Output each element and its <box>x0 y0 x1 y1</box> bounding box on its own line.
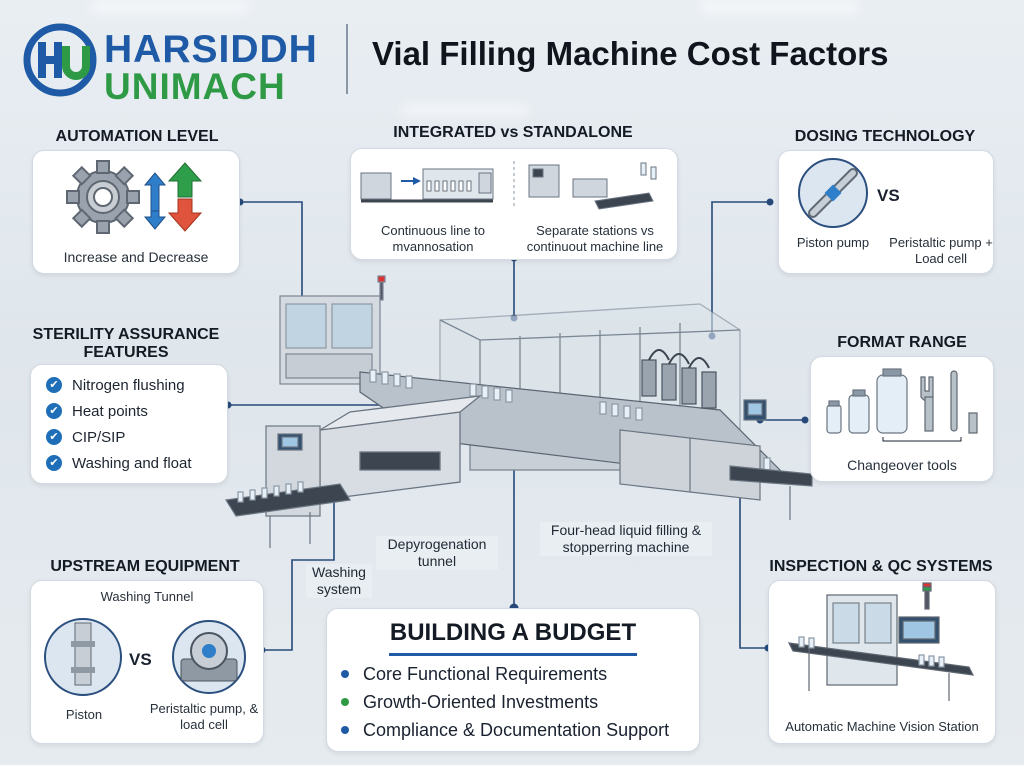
upstream-vs: VS <box>129 650 152 669</box>
piston-icon <box>44 618 122 696</box>
brand-name-line2: UNIMACH <box>104 66 286 107</box>
dosing-left-caption: Piston pump <box>796 235 870 250</box>
format-caption: Changeover tools <box>847 457 957 473</box>
depyrogenation-label: Depyrogenation tunnel <box>376 536 498 570</box>
upstream-left-caption: Piston <box>65 707 103 722</box>
filling-cabinet <box>619 399 767 501</box>
page-title: Vial Filling Machine Cost Factors <box>372 35 889 72</box>
ceiling-light <box>700 0 860 14</box>
filling-heads <box>641 349 717 409</box>
sterility-heading: STERILITY ASSURANCE FEATURES <box>32 326 220 362</box>
inspection-heading: INSPECTION & QC SYSTEMS <box>769 558 993 575</box>
filling-machine-label: Four-head liquid filling & stopperring m… <box>540 522 712 556</box>
gear-icon <box>66 160 140 234</box>
peristaltic-pump-icon <box>172 620 246 694</box>
sterility-card <box>30 364 228 484</box>
header-divider <box>346 24 348 94</box>
separate-stations-icon <box>528 162 657 210</box>
upstream-top-caption: Washing Tunnel <box>100 589 194 604</box>
list-item: ✔Nitrogen flushing <box>46 372 192 398</box>
upstream-heading: UPSTREAM EQUIPMENT <box>50 558 240 575</box>
dosing-vs: VS <box>877 186 900 205</box>
format-heading: FORMAT RANGE <box>837 334 967 351</box>
upstream-icons <box>44 618 246 696</box>
integrated-heading: INTEGRATED vs STANDALONE <box>393 124 633 141</box>
header: HARSIDDH UNIMACH Vial Filling Machine Co… <box>0 0 1024 110</box>
budget-title: BUILDING A BUDGET <box>389 619 637 646</box>
continuous-line-icon <box>360 168 494 203</box>
hu-logo-icon <box>23 23 97 97</box>
automation-caption: Increase and Decrease <box>63 249 209 265</box>
piston-pump-icon <box>798 158 868 228</box>
outfeed-conveyor <box>729 465 813 520</box>
vision-station-icon <box>787 582 975 701</box>
list-item: ✔Washing and float <box>46 450 192 476</box>
upstream-right-caption: Peristaltic pump, & load cell <box>149 701 259 732</box>
dosing-heading: DOSING TECHNOLOGY <box>794 128 976 145</box>
integrated-right-caption: Separate stations vs continuout machine … <box>526 223 664 254</box>
budget-item: Core Functional Requirements <box>341 665 607 683</box>
integrated-icons <box>360 161 657 210</box>
bullet-icon <box>341 670 349 678</box>
vial-sizes-icon <box>826 368 908 434</box>
washing-cabinet <box>279 275 386 385</box>
automation-icons <box>66 160 203 234</box>
bullet-icon <box>341 726 349 734</box>
washing-unit <box>225 425 351 548</box>
budget-item: Growth-Oriented Investments <box>341 693 598 711</box>
format-card: Changeover tools <box>810 356 994 482</box>
ceiling-light <box>90 0 250 14</box>
check-icon: ✔ <box>46 403 62 419</box>
budget-card: BUILDING A BUDGET Core Functional Requir… <box>326 608 700 752</box>
list-item: ✔CIP/SIP <box>46 424 192 450</box>
ceiling-light <box>400 104 530 116</box>
automation-card: Increase and Decrease <box>32 150 240 274</box>
check-icon: ✔ <box>46 429 62 445</box>
inspection-card: Automatic Machine Vision Station <box>768 580 996 744</box>
inspection-caption: Automatic Machine Vision Station <box>785 719 979 734</box>
brand-logo: HARSIDDH UNIMACH <box>22 20 322 105</box>
washing-system-label: Washing system <box>306 564 372 598</box>
depyrogenation-tunnel <box>319 395 483 501</box>
integrated-left-caption: Continuous line to mvannosation <box>380 223 486 254</box>
integrated-card: Continuous line to mvannosation Separate… <box>350 148 678 260</box>
bullet-icon <box>341 698 349 706</box>
upstream-card: Washing Tunnel VS Piston Peristaltic pum… <box>30 580 264 744</box>
format-icons <box>826 368 978 442</box>
budget-item: Compliance & Documentation Support <box>341 721 669 739</box>
dosing-card: VS Piston pump Peristaltic pump + Load c… <box>778 150 994 274</box>
up-down-arrows-icon <box>143 162 203 232</box>
changeover-tools-icon <box>920 370 978 434</box>
brand-name-line1: HARSIDDH <box>104 28 318 71</box>
sterility-list: ✔Nitrogen flushing ✔Heat points ✔CIP/SIP… <box>46 372 192 476</box>
automation-heading: AUTOMATION LEVEL <box>55 128 219 145</box>
check-icon: ✔ <box>46 377 62 393</box>
check-icon: ✔ <box>46 455 62 471</box>
dosing-icons <box>798 158 868 228</box>
budget-underline <box>389 653 637 656</box>
list-item: ✔Heat points <box>46 398 192 424</box>
dosing-right-caption: Peristaltic pump + Load cell <box>889 235 993 266</box>
